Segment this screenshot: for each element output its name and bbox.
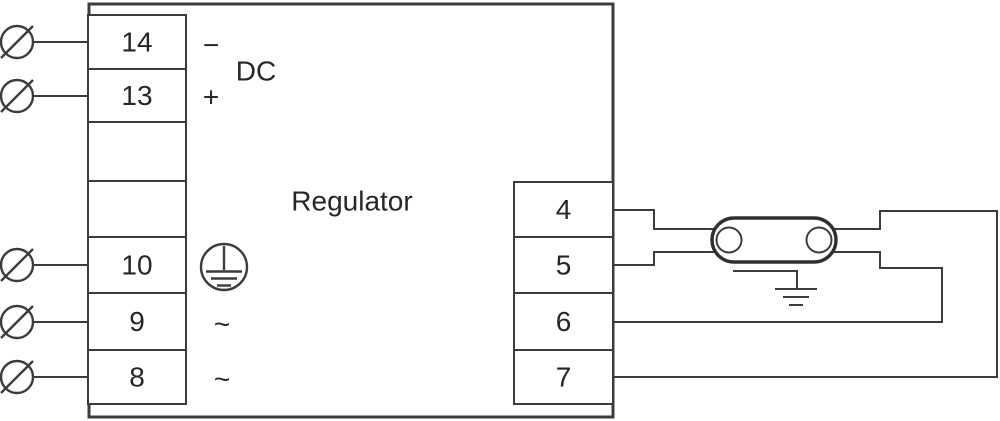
lamp-circuit-wires	[613, 209, 998, 378]
terminal-13-label: 13	[121, 80, 152, 111]
wire-terminal-icon	[0, 24, 89, 60]
left-strip-dividers	[88, 68, 186, 351]
terminal-14-label: 14	[121, 27, 152, 58]
dc-section: − DC +	[203, 30, 276, 113]
left-strip-outline	[87, 14, 187, 405]
terminal-7-label: 7	[556, 362, 572, 393]
left-terminal-strip: 14 13 10 9 8	[87, 14, 187, 405]
tilde-icon: ~	[214, 364, 230, 395]
wire-terminal-4-to-lamp	[613, 209, 716, 230]
wire-terminal-icon	[0, 304, 89, 340]
tilde-icon: ~	[214, 309, 230, 340]
ground-icon	[733, 270, 817, 306]
terminal-6-label: 6	[556, 306, 572, 337]
right-terminal-strip: 4 5 6 7	[513, 181, 614, 405]
wire-lamp-to-terminal-6	[613, 251, 943, 323]
discharge-lamp-icon	[710, 216, 838, 264]
regulator-label: Regulator	[291, 186, 412, 217]
right-strip-dividers	[514, 236, 613, 351]
terminal-8-label: 8	[129, 362, 145, 393]
dc-label: DC	[236, 56, 276, 87]
ac-section: ~ ~	[214, 309, 230, 395]
minus-label: −	[203, 30, 219, 61]
wire-terminal-icon	[0, 359, 89, 395]
ground-lead	[733, 270, 798, 288]
wire-lamp-to-terminal-7	[613, 210, 998, 378]
protective-earth-icon	[199, 242, 249, 292]
terminal-4-label: 4	[556, 194, 572, 225]
lamp-electrode-left	[715, 226, 743, 254]
plus-label: +	[203, 82, 219, 113]
terminal-9-label: 9	[129, 306, 145, 337]
lamp-bulb	[710, 216, 838, 264]
wire-terminal-5-to-lamp	[613, 251, 716, 266]
terminal-10-label: 10	[121, 250, 152, 281]
lamp-electrode-right	[805, 226, 833, 254]
external-terminals-left	[0, 24, 89, 395]
terminal-5-label: 5	[556, 250, 572, 281]
wire-terminal-icon	[0, 247, 89, 283]
wire-terminal-icon	[0, 78, 89, 114]
